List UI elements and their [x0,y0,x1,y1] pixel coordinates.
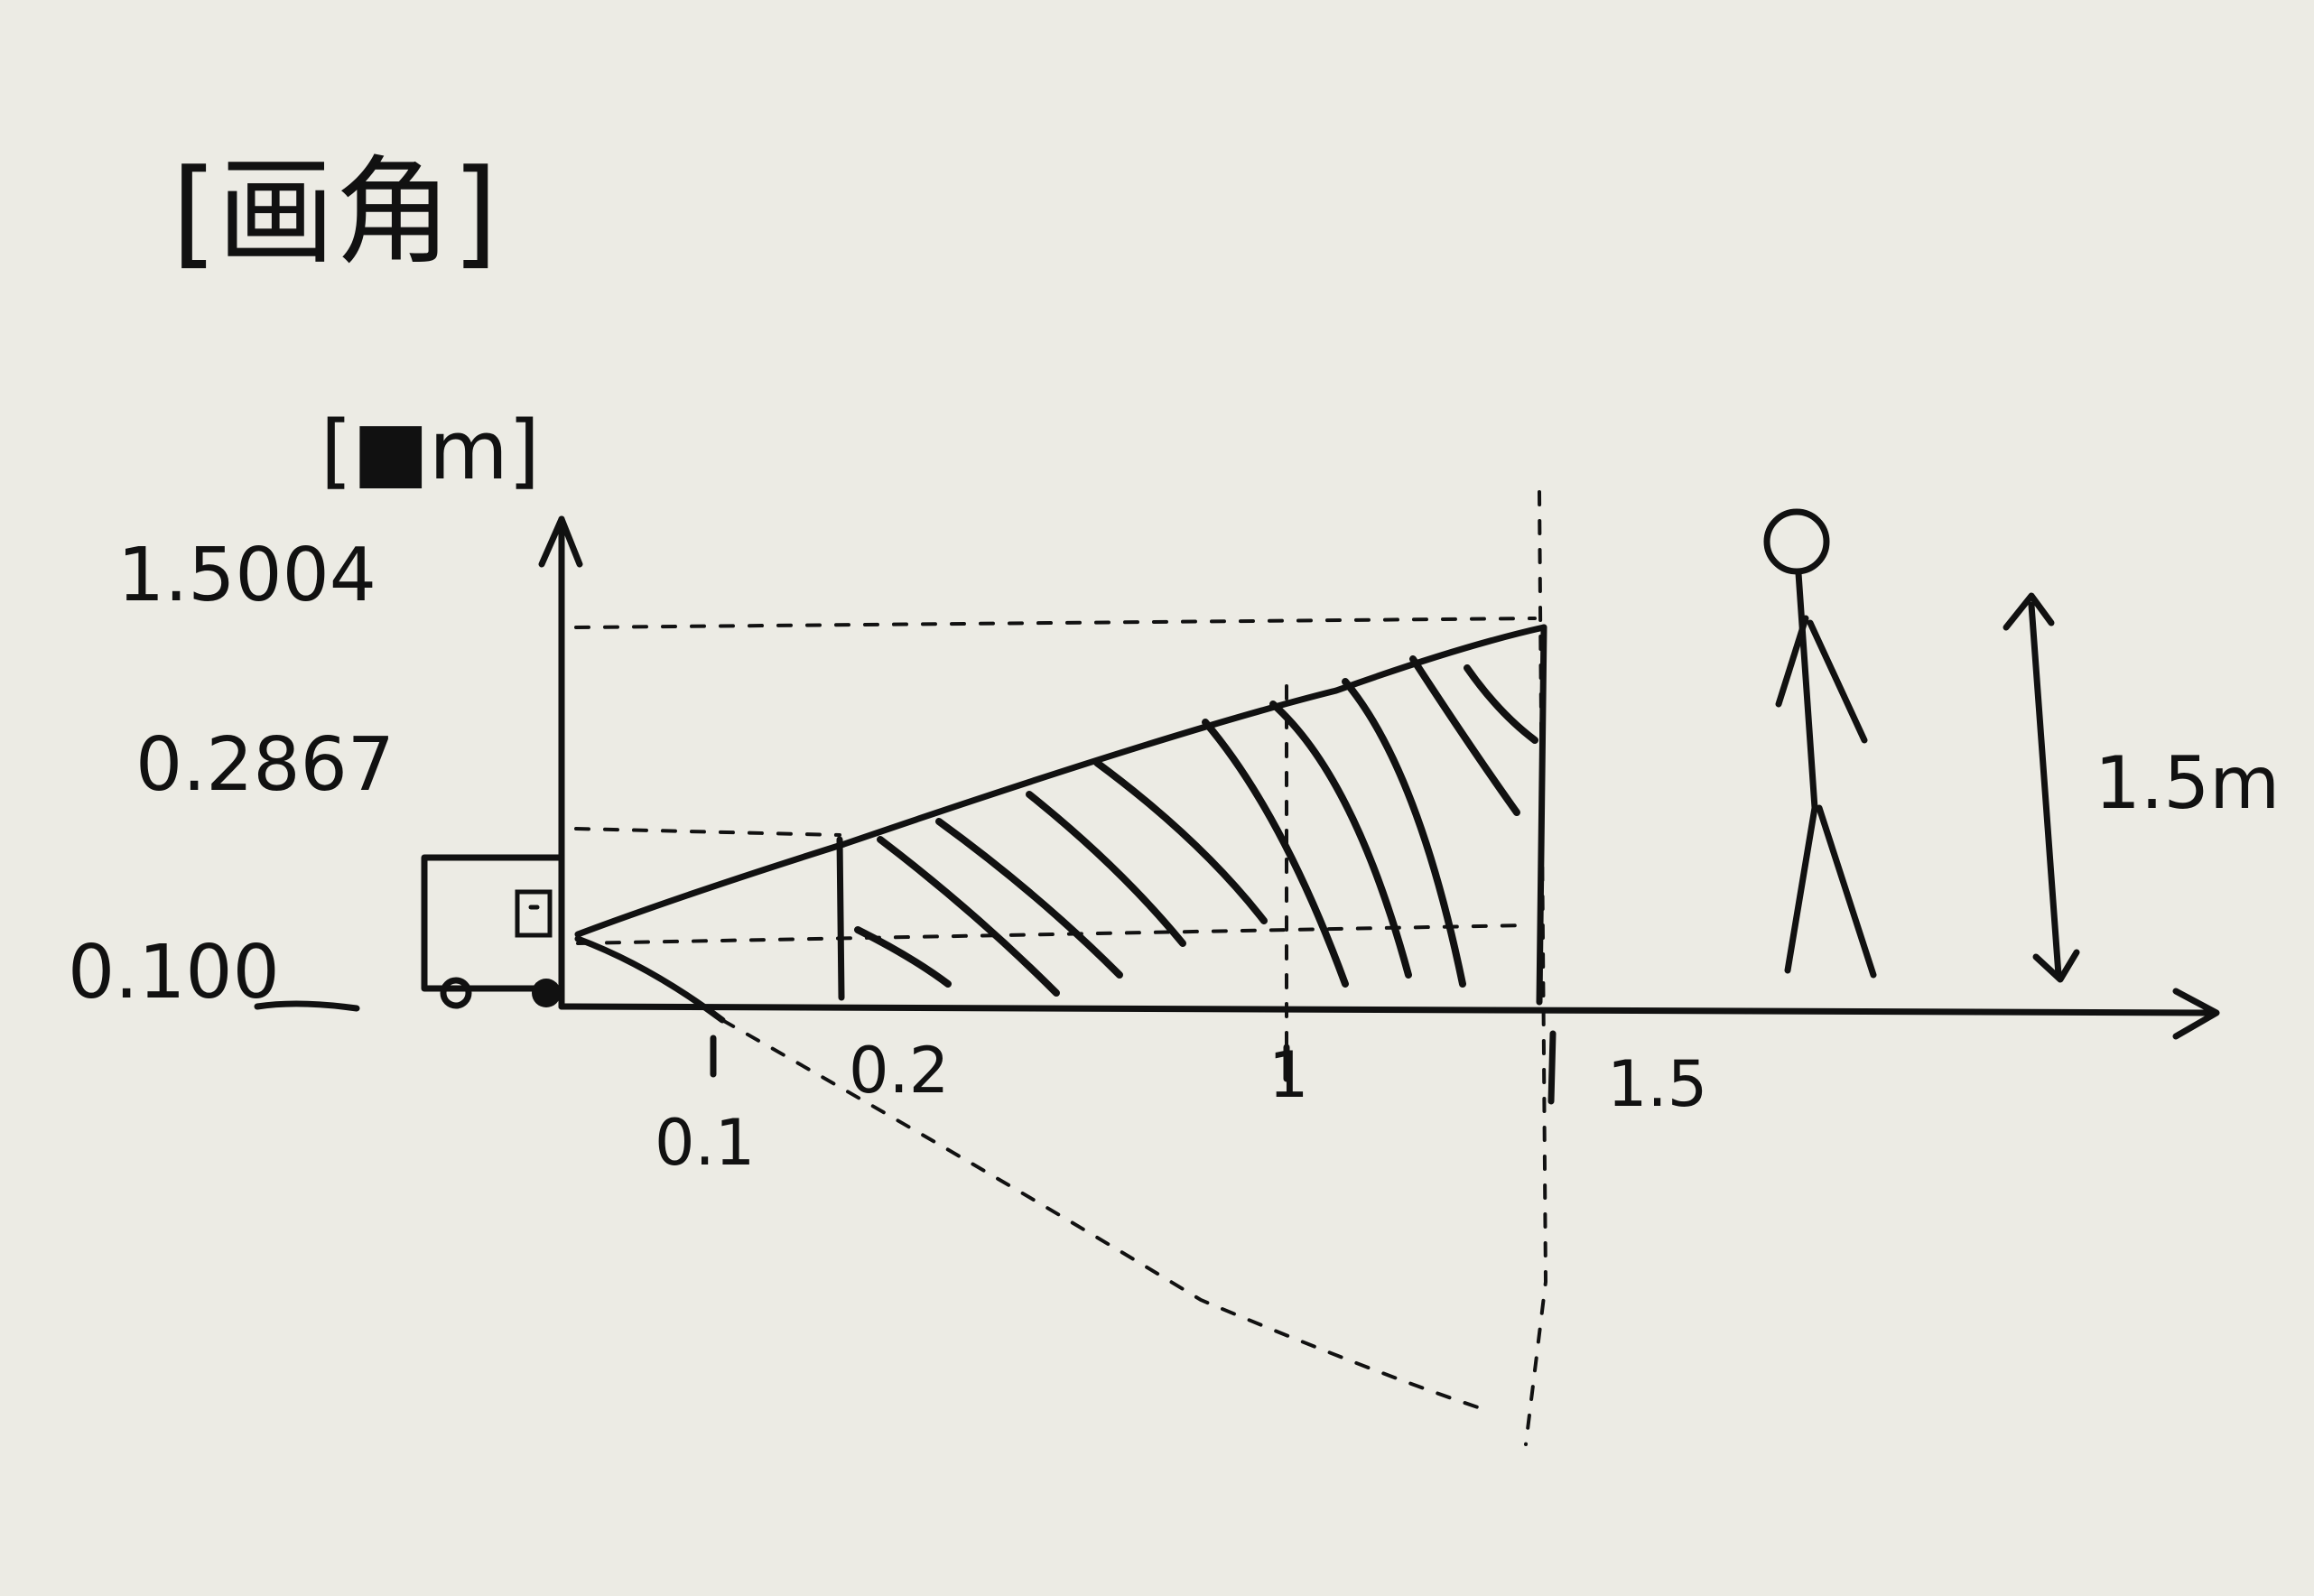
y-label-top: 1.5004 [117,533,376,618]
person-height-label: 1.5m [2095,741,2280,825]
y-label-bottom: 0.100 [68,930,280,1016]
x-label-1-5: 1.5 [1607,1047,1707,1121]
unit-label: [■m] [321,404,540,498]
double-arrow-icon [2003,592,2080,983]
x-axis-arrowhead [2172,988,2220,1040]
fov-upper-boundary [574,624,1547,938]
visible-area-hatching [854,655,1538,997]
guide-middle [574,827,841,837]
fov-lower-solid [574,935,726,1024]
fov-right-edge [1536,624,1547,1006]
diagram-title: [画角] [172,144,497,281]
guide-top [574,617,1537,629]
y-label-middle: 0.2867 [135,722,395,808]
stick-figure-icon [1763,508,1877,979]
robot-camera-icon [421,854,565,1009]
x-label-1: 1 [1269,1038,1309,1112]
guide-bottom [576,923,1528,945]
x-axis-line [558,1003,2216,1016]
label-scribble [254,1000,360,1012]
x-label-0-1: 0.1 [655,1106,755,1180]
fov-lower-dashed [720,1018,1482,1410]
y-axis-arrowhead [538,515,583,568]
tick-1-5 [1547,1030,1557,1105]
x-label-0-2: 0.2 [849,1034,949,1108]
fov-near-edge [836,836,845,1001]
